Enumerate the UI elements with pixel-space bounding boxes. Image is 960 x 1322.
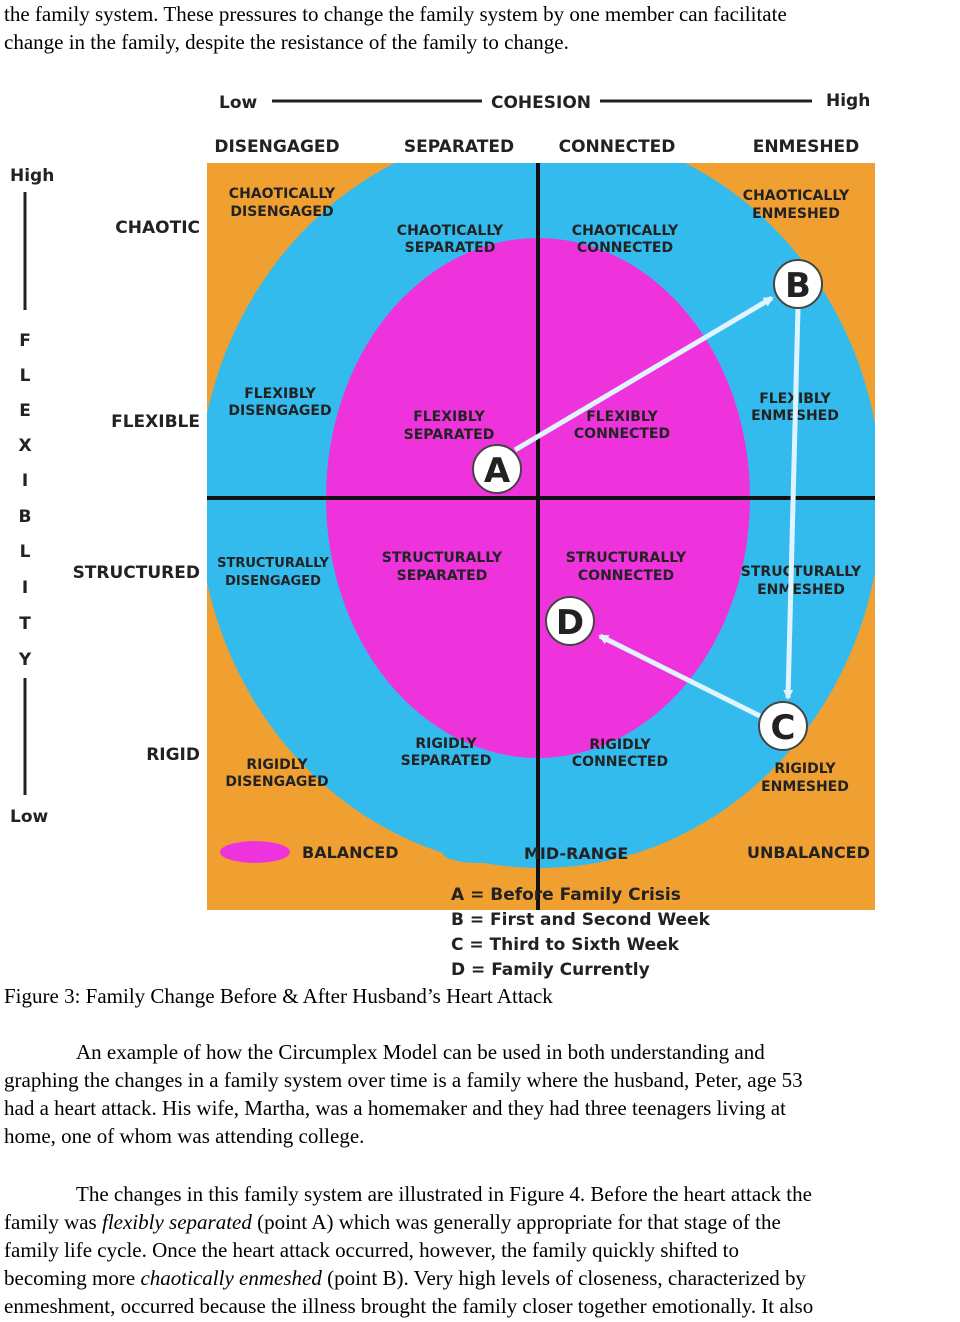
cell-label-line: DISENGAGED <box>230 204 333 220</box>
cell-label-line: FLEXIBLY <box>244 386 316 402</box>
paragraph-1-line: graphing the changes in a family system … <box>4 1068 803 1092</box>
text-span: family was <box>4 1210 102 1234</box>
cohesion-high-label: High <box>826 91 870 111</box>
cell-label-line: STRUCTURALLY <box>741 564 862 580</box>
header-separated: SEPARATED <box>404 137 514 157</box>
top-text-line-2: change in the family, despite the resist… <box>4 30 569 54</box>
text-span: becoming more <box>4 1266 141 1290</box>
cell-label-line: STRUCTURALLY <box>566 550 687 566</box>
header-connected: CONNECTED <box>559 137 676 157</box>
emphasis-chaotically-enmeshed: chaotically enmeshed <box>140 1266 322 1290</box>
row-rigid: RIGID <box>146 745 200 765</box>
cell-label-line: SEPARATED <box>397 568 488 584</box>
point-c-marker: C <box>758 701 808 751</box>
cell-label-line: SEPARATED <box>404 427 495 443</box>
cell-label-line: SEPARATED <box>405 240 496 256</box>
cell-label-line: DISENGAGED <box>225 774 328 790</box>
circumplex-diagram: Low COHESION High DISENGAGED SEPARATED C… <box>10 91 875 980</box>
flexibility-letter: I <box>22 578 28 598</box>
point-d-marker: D <box>545 596 595 646</box>
cell-label-line: RIGIDLY <box>246 757 308 773</box>
cell-label-line: DISENGAGED <box>228 403 331 419</box>
paragraph-2-line: family was flexibly separated (point A) … <box>4 1208 781 1236</box>
cell-label-line: CHAOTICALLY <box>397 223 504 239</box>
flexibility-high-label: High <box>10 166 54 186</box>
flexibility-letter: L <box>20 542 31 562</box>
cell-label-line: CHAOTICALLY <box>229 186 336 202</box>
cell-label-line: CONNECTED <box>572 754 668 770</box>
cell-label-line: SEPARATED <box>401 753 492 769</box>
arrow-c-to-d <box>598 633 762 719</box>
top-text-line-1: the family system. These pressures to ch… <box>4 2 787 26</box>
cell-label-line: RIGIDLY <box>589 737 651 753</box>
point-a-marker: A <box>472 444 522 494</box>
text-span: (point A) which was generally appropriat… <box>251 1210 781 1234</box>
cell-label-line: ENMESHED <box>757 582 845 598</box>
paragraph-1-line: home, one of whom was attending college. <box>4 1124 365 1148</box>
figure-caption: Figure 3: Family Change Before & After H… <box>4 984 553 1008</box>
cohesion-title: COHESION <box>491 93 591 113</box>
cell-label-line: RIGIDLY <box>774 761 836 777</box>
flexibility-letter: L <box>20 366 31 386</box>
flexibility-letter: F <box>19 331 31 351</box>
legend-mid-range-swatch <box>442 841 512 863</box>
point-d-label: D <box>556 603 584 643</box>
cell-label-line: STRUCTURALLY <box>217 556 329 571</box>
legend-balanced-swatch <box>220 841 290 863</box>
flexibility-title: F L E X I B L I T Y <box>18 331 32 670</box>
paragraph-2-line: becoming more chaotically enmeshed (poin… <box>4 1264 806 1292</box>
cell-label-line: ENMESHED <box>752 206 840 222</box>
point-c-label: C <box>771 708 796 748</box>
cell-label-line: FLEXIBLY <box>586 409 658 425</box>
legend-mid-range-label: MID-RANGE <box>524 844 628 863</box>
cell-label-line: CONNECTED <box>578 568 674 584</box>
row-chaotic: CHAOTIC <box>115 218 200 238</box>
paragraph-1-line: had a heart attack. His wife, Martha, wa… <box>4 1096 786 1120</box>
flexibility-letter: E <box>19 401 31 421</box>
cell-label-line: STRUCTURALLY <box>382 550 503 566</box>
flexibility-letter: I <box>22 471 28 491</box>
header-enmeshed: ENMESHED <box>753 137 860 157</box>
emphasis-flexibly-separated: flexibly separated <box>101 1210 252 1234</box>
key-line-c: C = Third to Sixth Week <box>451 935 680 955</box>
key-line-b: B = First and Second Week <box>451 910 711 930</box>
paragraph-1-line: An example of how the Circumplex Model c… <box>76 1040 765 1064</box>
key-line-d: D = Family Currently <box>451 960 650 980</box>
cell-label-line: CONNECTED <box>574 426 670 442</box>
cell-label-line: ENMESHED <box>761 779 849 795</box>
arrow-b-to-c <box>783 307 801 700</box>
legend-balanced-label: BALANCED <box>302 843 399 862</box>
legend-unbalanced-label: UNBALANCED <box>747 843 870 862</box>
flexibility-letter: T <box>19 614 31 634</box>
cell-label-line: CHAOTICALLY <box>572 223 679 239</box>
cohesion-low-label: Low <box>219 93 258 113</box>
cell-label-line: DISENGAGED <box>225 574 321 589</box>
row-structured: STRUCTURED <box>73 563 200 583</box>
point-a-label: A <box>484 451 511 491</box>
flexibility-letter: Y <box>18 650 32 670</box>
cell-label-line: FLEXIBLY <box>413 409 485 425</box>
cell-label-line: CONNECTED <box>577 240 673 256</box>
point-b-label: B <box>785 266 811 306</box>
flexibility-letter: B <box>19 507 32 527</box>
key-line-a: A = Before Family Crisis <box>451 885 681 905</box>
row-flexible: FLEXIBLE <box>111 412 200 432</box>
flexibility-letter: X <box>18 436 31 456</box>
point-b-marker: B <box>773 259 823 309</box>
paragraph-2-line: enmeshment, occurred because the illness… <box>4 1294 814 1318</box>
cell-label-line: RIGIDLY <box>415 736 477 752</box>
text-span: (point B). Very high levels of closeness… <box>321 1266 807 1290</box>
header-disengaged: DISENGAGED <box>214 137 339 157</box>
paragraph-2-line: family life cycle. Once the heart attack… <box>4 1238 740 1262</box>
flexibility-low-label: Low <box>10 807 49 827</box>
arrow-a-to-b <box>513 295 774 453</box>
cell-label-line: CHAOTICALLY <box>743 188 850 204</box>
paragraph-2-line: The changes in this family system are il… <box>76 1182 812 1206</box>
legend-unbalanced-swatch <box>674 841 732 864</box>
